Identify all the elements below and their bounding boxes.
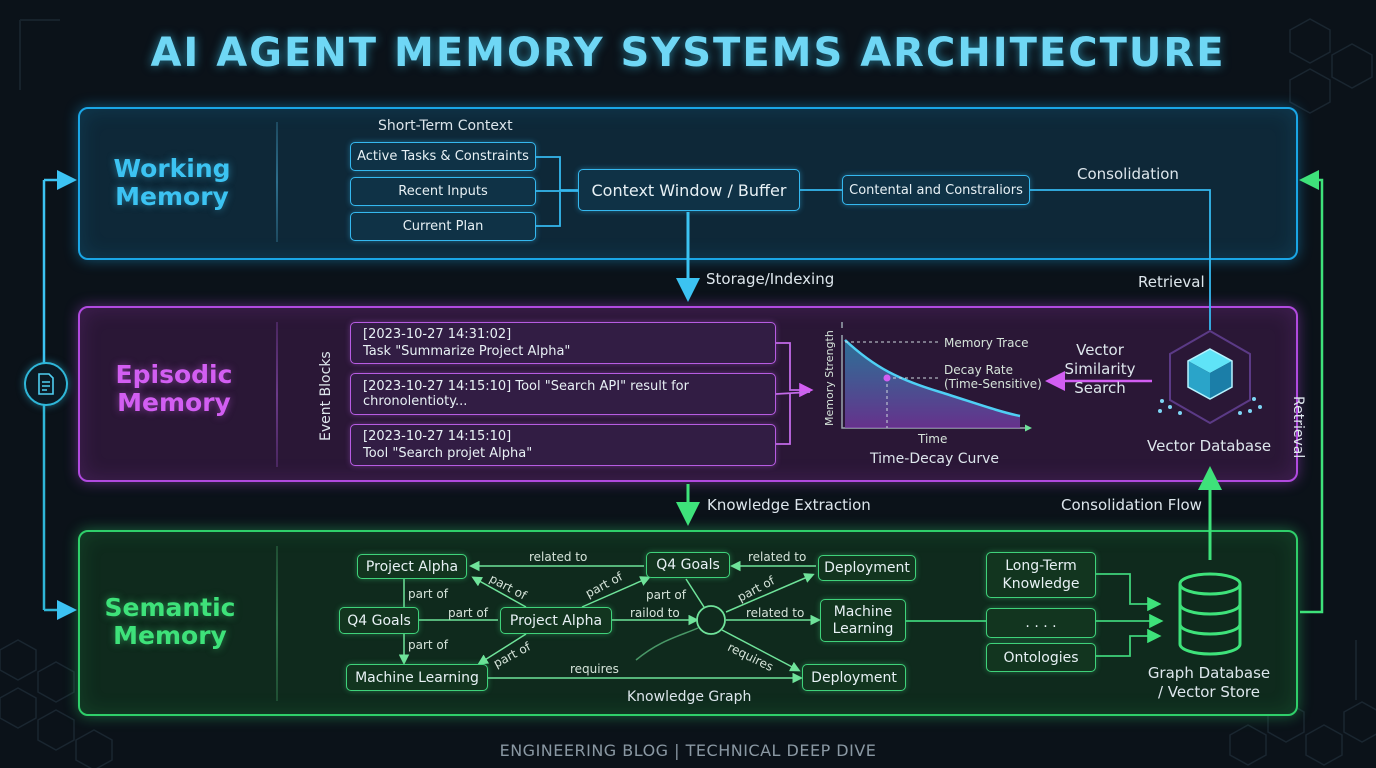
semantic-memory-title: Semantic Memory xyxy=(104,593,236,650)
semantic-divider xyxy=(276,546,278,701)
node-project-alpha-top: Project Alpha xyxy=(357,554,467,579)
edge-part-of-4: part of xyxy=(448,606,488,620)
event-block-1: [2023-10-27 14:31:02] Task "Summarize Pr… xyxy=(350,322,776,364)
context-window-box: Context Window / Buffer xyxy=(578,169,800,211)
constraints-box: Contental and Constraliors xyxy=(842,175,1030,205)
long-term-knowledge-box: Long-Term Knowledge xyxy=(986,552,1096,598)
decay-rate-label: Decay Rate (Time-Sensitive) xyxy=(944,363,1042,391)
working-memory-title: Working Memory xyxy=(113,154,231,211)
graph-database-label: Graph Database / Vector Store xyxy=(1147,664,1271,701)
current-plan-box: Current Plan xyxy=(350,212,536,241)
document-icon xyxy=(24,362,68,406)
consolidation-flow-label: Consolidation Flow xyxy=(1061,496,1202,514)
retrieval-top-label: Retrieval xyxy=(1138,273,1205,291)
retrieval-side-label: Retrieval xyxy=(1290,396,1306,459)
node-machine-learning-right: Machine Learning xyxy=(820,599,906,642)
short-term-context-label: Short-Term Context xyxy=(378,118,513,134)
vector-similarity-search-label: Vector Similarity Search xyxy=(1064,341,1136,397)
time-axis-label: Time xyxy=(918,432,948,446)
event-block-3: [2023-10-27 14:15:10] Tool "Search proje… xyxy=(350,424,776,466)
knowledge-extraction-label: Knowledge Extraction xyxy=(707,496,871,514)
node-q4-goals-left: Q4 Goals xyxy=(339,607,419,634)
edge-part-of-7: part of xyxy=(646,588,686,602)
node-deployment-top: Deployment xyxy=(818,555,916,581)
edge-related-to-1: related to xyxy=(529,550,588,564)
node-q4-goals-top: Q4 Goals xyxy=(646,552,730,578)
consolidation-label: Consolidation xyxy=(1077,165,1179,183)
event-blocks-label: Event Blocks xyxy=(318,351,334,441)
edge-requires-1: requires xyxy=(570,662,619,676)
memory-trace-label: Memory Trace xyxy=(944,336,1029,350)
page-title: AI AGENT MEMORY SYSTEMS ARCHITECTURE xyxy=(150,30,1226,76)
node-machine-learning-bottom: Machine Learning xyxy=(346,664,488,691)
edge-related-to-2: related to xyxy=(748,550,807,564)
node-project-alpha-mid: Project Alpha xyxy=(500,607,612,634)
graph-database-icon xyxy=(1178,572,1242,656)
episodic-divider xyxy=(276,322,278,467)
placeholder-store-box: . . . . xyxy=(986,608,1096,638)
footer-text: ENGINEERING BLOG | TECHNICAL DEEP DIVE xyxy=(499,741,877,760)
working-divider xyxy=(276,122,278,242)
vector-database-icon xyxy=(1158,329,1262,425)
right-retrieval-loop xyxy=(1299,170,1324,614)
edge-railed-to: railod to xyxy=(630,606,680,620)
time-decay-chart xyxy=(841,322,1030,429)
graph-hub-node xyxy=(696,605,726,635)
active-tasks-box: Active Tasks & Constraints xyxy=(350,142,536,171)
node-deployment-bottom: Deployment xyxy=(802,664,906,691)
time-decay-caption: Time-Decay Curve xyxy=(870,451,1000,467)
edge-related-to-3: related to xyxy=(746,606,805,620)
memory-strength-axis-label: Memory Strength xyxy=(823,330,836,426)
event-block-2: [2023-10-27 14:15:10] Tool "Search API" … xyxy=(350,373,776,415)
episodic-memory-title: Episodic Memory xyxy=(115,360,233,417)
vector-database-label: Vector Database xyxy=(1147,437,1272,455)
side-loop-connector xyxy=(42,170,77,620)
recent-inputs-box: Recent Inputs xyxy=(350,177,536,206)
storage-indexing-label: Storage/Indexing xyxy=(706,270,835,288)
edge-part-of-5: part of xyxy=(408,638,448,652)
knowledge-graph-caption: Knowledge Graph xyxy=(627,689,752,705)
edge-part-of-3: part of xyxy=(408,587,448,601)
ontologies-box: Ontologies xyxy=(986,643,1096,672)
